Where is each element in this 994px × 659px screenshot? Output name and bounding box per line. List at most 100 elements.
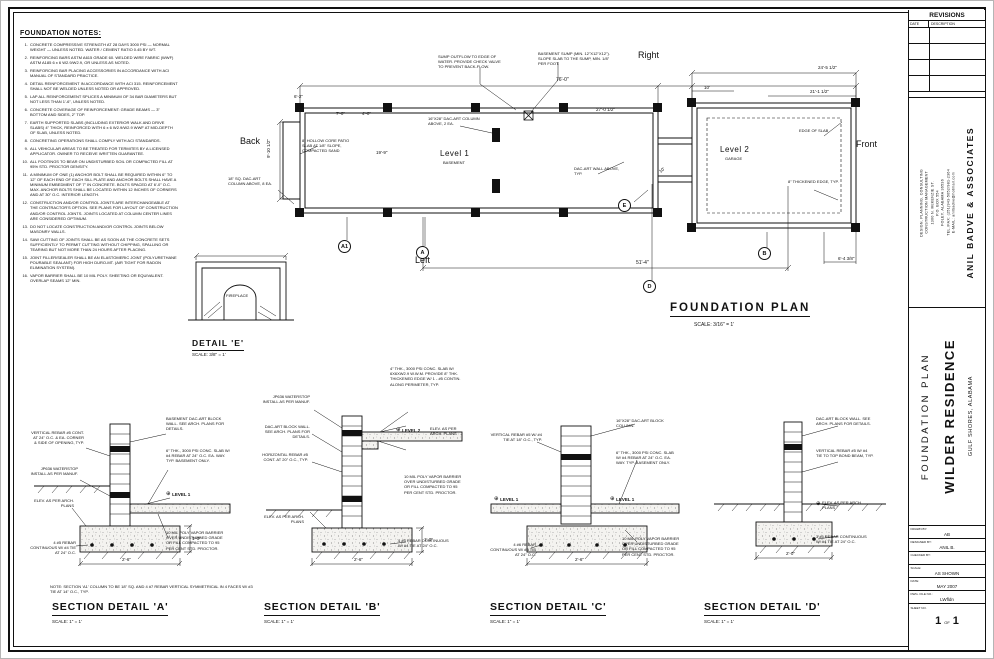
dim-bottom: 51'-4" — [636, 260, 649, 266]
section-d-callout-block-wall: DAC-ART BLOCK WALL. SEE ARCH. PLANS FOR … — [816, 416, 871, 427]
titleblock-field-label: DATE: — [910, 579, 920, 583]
firm-address-line: CONSTRUCTION MANAGEMENT — [924, 171, 929, 234]
note-item: 11. A MINIMUM OF ONE (1) ANCHOR BOLT SHA… — [20, 172, 178, 198]
foundation-plan-drawing — [276, 62, 860, 282]
grid-bubble-e: E — [618, 199, 631, 212]
section-b-callout-top-slab: 4" THK., 3000 PSI CONC. SLAB W/ 6X6XW2.9… — [390, 366, 461, 387]
note-text: CONCRETING OPERATIONS SHALL COMPLY WITH … — [30, 137, 161, 143]
titleblock-field: DRAWN BY: AB — [909, 526, 985, 539]
note-number: 15. — [22, 254, 28, 260]
note-number: 16. — [22, 272, 28, 278]
note-number: 5. — [24, 93, 28, 99]
note-text: A MINIMUM OF ONE (1) ANCHOR BOLT SHALL B… — [30, 171, 177, 198]
section-a-level-marker: ⊕ LEVEL 1 — [166, 491, 190, 498]
titleblock-field-value: LWfldn — [940, 596, 954, 602]
titleblock-field: DWG. FILE NO.: LWfldn — [909, 591, 985, 604]
compass-label-back: Back — [240, 136, 261, 146]
dim-porch-a: 6'-2" — [294, 94, 303, 99]
revisions-table: REVISIONS DATE DESCRIPTION — [909, 10, 985, 98]
section-c-level-marker-right: ⊕ LEVEL 1 — [610, 496, 634, 503]
note-text: SAW CUTTING OF JOINTS SHALL BE AS SOON A… — [30, 236, 170, 252]
level-marker-icon: ⊕ — [396, 427, 401, 433]
level-marker-icon: ⊕ — [610, 496, 615, 502]
note-number: 14. — [22, 236, 28, 242]
section-a-callout-block-wall: BASEMENT DAC-ART BLOCK WALL. SEE ARCH. P… — [166, 416, 225, 432]
note-number: 12. — [22, 200, 28, 206]
section-d-callout-elev: ELEV. AS PER ARCH. PLANS — [822, 500, 862, 510]
section-d-callout-vert-rebar: VERTICAL REBAR #5 W/ #4 TIE TO TOP BOND … — [816, 448, 874, 459]
section-c-level-left-label: LEVEL 1 — [500, 497, 519, 503]
section-c-level-marker-left: ⊕ LEVEL 1 — [494, 496, 519, 503]
titleblock-field: CHECKED BY: — [909, 552, 985, 565]
grid-bubble-a1: A1 — [338, 240, 351, 253]
callout-edge-of-slab: EDGE OF SLAB — [799, 128, 829, 133]
section-c-drawing — [490, 423, 680, 567]
section-d-title: SECTION DETAIL 'D' — [704, 601, 821, 616]
section-d-scale: SCALE: 1" = 1' — [704, 619, 734, 624]
section-b-level-marker: ⊕ LEVEL 2 — [396, 427, 420, 434]
section-d-dim-width: 2'-0" — [786, 551, 795, 556]
titleblock-field-value: AS SHOWN — [934, 570, 960, 576]
note-text: ALL VEHICULAR AREAS TO BE TREATED FOR TE… — [30, 145, 170, 156]
section-a-callout-waterstop: JP636 WATERSTOP INSTALL AS PER MANUF. — [30, 466, 78, 477]
project-location: GULF SHORES, ALABAMA — [968, 376, 974, 457]
dim-left-height: 9'-10 1/2" — [266, 139, 271, 158]
revisions-empty-row — [909, 76, 985, 92]
callout-column-18sq: 18" SQ. DAC-ART COLUMN ABOVE, 8 EA. — [228, 176, 273, 187]
project-block: FOUNDATION PLAN WILDER RESIDENCE GULF SH… — [909, 308, 985, 526]
revisions-title: REVISIONS — [909, 10, 985, 21]
section-a-callout-footing-rebar: 4 #5 REBAR CONTINUOUS W/ #4 TIE AT 24" O… — [30, 540, 76, 556]
callout-basement-sump: BASEMENT SUMP (MIN. 12"X12"X12"). SLOPE … — [538, 51, 610, 67]
dim-overall-width: 76'-0" — [556, 77, 569, 83]
note-item: 13. DO NOT LOCATE CONSTRUCTION AND/OR CO… — [20, 224, 178, 234]
revisions-empty-row — [909, 44, 985, 60]
sheet-number-current: 1 — [935, 615, 942, 627]
titleblock-field: DATE: MAY 2007 — [909, 578, 985, 591]
section-c-callout-vert-rebar: VERTICAL REBAR #5 W/ #4 TIE AT 18" O.C.,… — [490, 432, 542, 443]
note-number: 10. — [22, 158, 28, 164]
titleblock-field: SCALE: AS SHOWN — [909, 565, 985, 578]
note-text: JOINT FILLER/SEALER SHALL BE AN ELASTOME… — [30, 254, 177, 271]
note-item: 1. CONCRETE COMPRESSIVE STRENGTH AT 28 D… — [20, 42, 178, 52]
section-a-callout-elev: ELEV. AS PER ARCH. PLANS — [34, 498, 74, 509]
note-number: 13. — [22, 223, 28, 229]
level-marker-icon: ⊕ — [166, 491, 171, 497]
note-text: EARTH SUPPORTED SLABS (INCLUDING EXTERIO… — [30, 119, 173, 136]
section-d-callout-footing-rebar: 3 #5 REBAR CONTINUOUS W/ #4 TIE AT 24" O… — [816, 534, 867, 545]
note-text: CONCRETE COMPRESSIVE STRENGTH AT 28 DAYS… — [30, 42, 170, 53]
section-a-title: SECTION DETAIL 'A' — [52, 601, 169, 616]
room-label-level2: Level 2 — [720, 145, 750, 154]
note-number: 4. — [24, 80, 28, 86]
section-b-callout-footing-rebar: 4 #5 REBAR CONTINUOUS W/ #4 TIE AT 24" O… — [398, 538, 449, 549]
callout-column-16x28: 16"X28" DAC-ART COLUMN ABOVE, 2 EA. — [428, 116, 480, 127]
titleblock-field-value: AB — [943, 531, 950, 537]
dim-right-upper: 24'-5 1/2" — [818, 65, 837, 70]
note-text: REINFORCING BARS ASTM A615 GRADE 60. WEL… — [30, 54, 174, 66]
dim-right-lower: 21'-1 1/2" — [810, 89, 829, 94]
sheet-number-block: SHEET NO. 1 OF 1 — [909, 604, 985, 644]
note-item: 2. REINFORCING BARS ASTM A615 GRADE 60. … — [20, 55, 178, 65]
note-text: LAP ALL REINFORCEMENT SPLICES A MINIMUM … — [30, 93, 177, 105]
note-item: 15. JOINT FILLER/SEALER SHALL BE AN ELAS… — [20, 255, 178, 271]
titleblock-field-value: MAY 2007 — [936, 583, 958, 589]
note-text: DETAIL REINFORCEMENT IN ACCORDANCE WITH … — [30, 80, 178, 92]
section-a-drawing — [34, 423, 231, 567]
note-number: 7. — [24, 119, 28, 125]
compass-label-front: Front — [856, 139, 878, 149]
note-item: 12. CONSTRUCTION AND/OR CONTROL JOINTS A… — [20, 200, 178, 221]
note-number: 1. — [24, 42, 28, 47]
section-d-elev-marker: ⊕ ELEV. AS PER ARCH. PLANS — [816, 500, 862, 510]
foundation-plan-scale: SCALE: 3/16" = 1' — [694, 322, 735, 328]
section-c-callout-footing-rebar: 4 #6 REBAR CONTINUOUS W/ #4 TIE AT 24" O… — [490, 542, 536, 558]
note-text: DO NOT LOCATE CONSTRUCTION AND/OR CONTRO… — [30, 223, 164, 234]
section-b-dim-height: 1'-0" — [424, 537, 433, 542]
section-c-title: SECTION DETAIL 'C' — [490, 601, 607, 616]
note-number: 8. — [24, 137, 28, 143]
compass-label-right: Right — [638, 50, 660, 60]
section-c-callout-vapor: 10 MIL POLY VAPOR BARRIER OVER UNDISTURB… — [622, 536, 680, 557]
section-a-callout-slab: 6" THK., 3000 PSI CONC. SLAB W/ #4 REBAR… — [166, 448, 230, 464]
section-a-scale: SCALE: 1" = 1' — [52, 619, 82, 624]
firm-address-line: FOLEY, ALABAMA 36536 — [940, 179, 945, 226]
revisions-empty-row — [909, 28, 985, 44]
sheet-border-outer — [8, 7, 986, 652]
